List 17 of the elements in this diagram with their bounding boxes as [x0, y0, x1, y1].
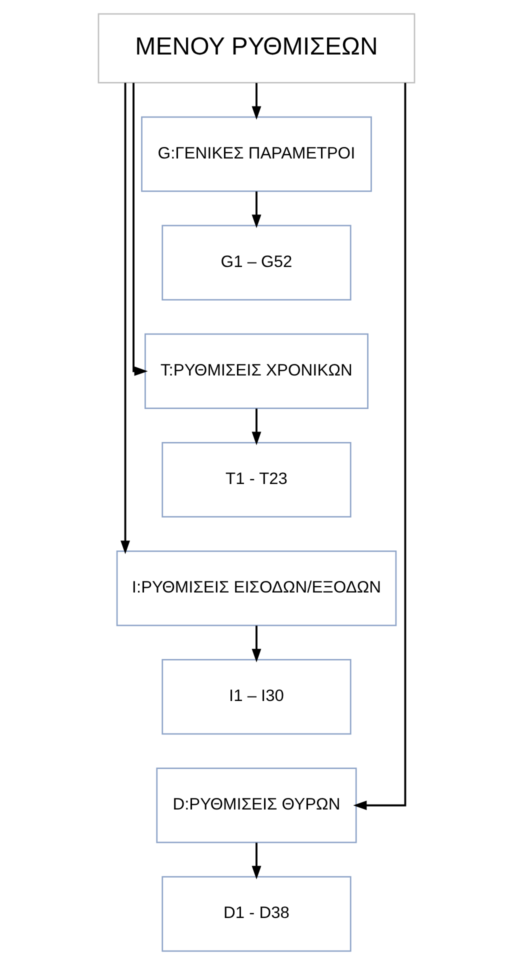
node-box: D:ΡΥΘΜΙΣΕΙΣ ΘΥΡΩΝ: [156, 768, 357, 844]
node-box: I:ΡΥΘΜΙΣΕΙΣ ΕΙΣΟΔΩΝ/ΕΞΟΔΩΝ: [116, 550, 397, 626]
node-box: ΜΕΝΟΥ ΡΥΘΜΙΣΕΩΝ: [98, 13, 416, 84]
node-box: I1 – I30: [162, 659, 352, 735]
arrow: [252, 842, 262, 880]
arrow: [252, 626, 262, 662]
arrow: [252, 191, 262, 228]
arrow: [252, 82, 262, 120]
arrow: [252, 408, 262, 446]
node-box: T1 - T23: [162, 442, 352, 518]
node-box: T:ΡΥΘΜΙΣΕΙΣ ΧΡΟΝΙΚΩΝ: [144, 333, 368, 409]
node-box: G:ΓΕΝΙΚΕΣ ΠΑΡΑΜΕΤΡΟΙ: [141, 116, 372, 192]
arrow: [132, 82, 148, 376]
node-box: D1 - D38: [162, 876, 352, 952]
arrow: [353, 82, 406, 810]
node-box: G1 – G52: [162, 224, 352, 300]
arrow: [120, 82, 130, 554]
